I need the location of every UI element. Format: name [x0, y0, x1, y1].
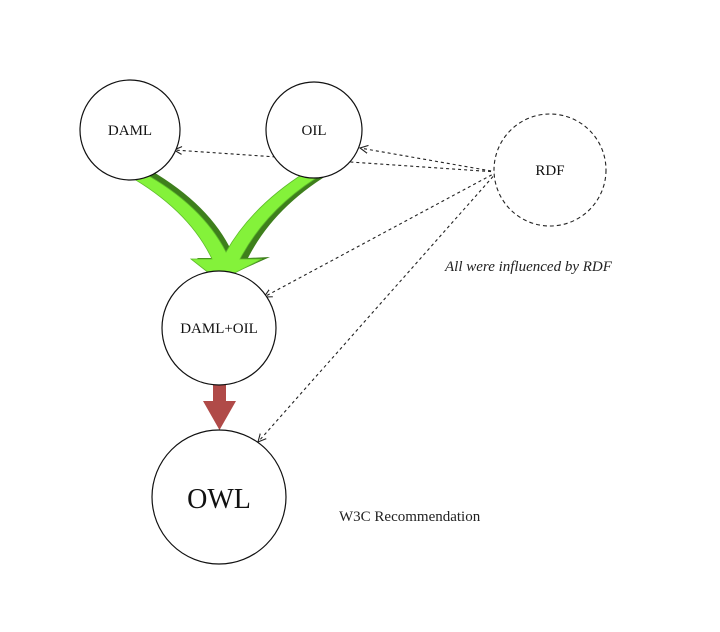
- rdf-influence-lines: [174, 148, 498, 442]
- merge-arrow: [121, 170, 336, 282]
- node-owl-label: OWL: [187, 484, 251, 515]
- node-rdf: RDF: [493, 113, 607, 227]
- node-daml-oil: DAML+OIL: [161, 270, 277, 386]
- node-oil-label: OIL: [302, 123, 327, 139]
- influence-line-daml-oil: [264, 171, 498, 297]
- node-daml-circle: [79, 79, 181, 181]
- node-owl: OWL: [151, 429, 287, 565]
- node-rdf-label: RDF: [535, 163, 564, 179]
- node-daml: DAML: [79, 79, 181, 181]
- node-daml-label: DAML: [108, 123, 152, 139]
- node-oil-circle: [265, 81, 363, 179]
- node-owl-circle: [151, 429, 287, 565]
- influence-line-oil: [360, 148, 498, 173]
- node-daml-oil-circle: [161, 270, 277, 386]
- node-oil: OIL: [265, 81, 363, 179]
- merge-arrow-body: [121, 171, 328, 282]
- owl-status-annotation: W3C Recommendation: [339, 509, 481, 525]
- node-daml-oil-label: DAML+OIL: [180, 321, 258, 337]
- rdf-influence-annotation: All were influenced by RDF: [444, 259, 613, 275]
- successor-arrow: [203, 381, 236, 430]
- influence-line-owl: [258, 171, 498, 442]
- node-rdf-circle: [493, 113, 607, 227]
